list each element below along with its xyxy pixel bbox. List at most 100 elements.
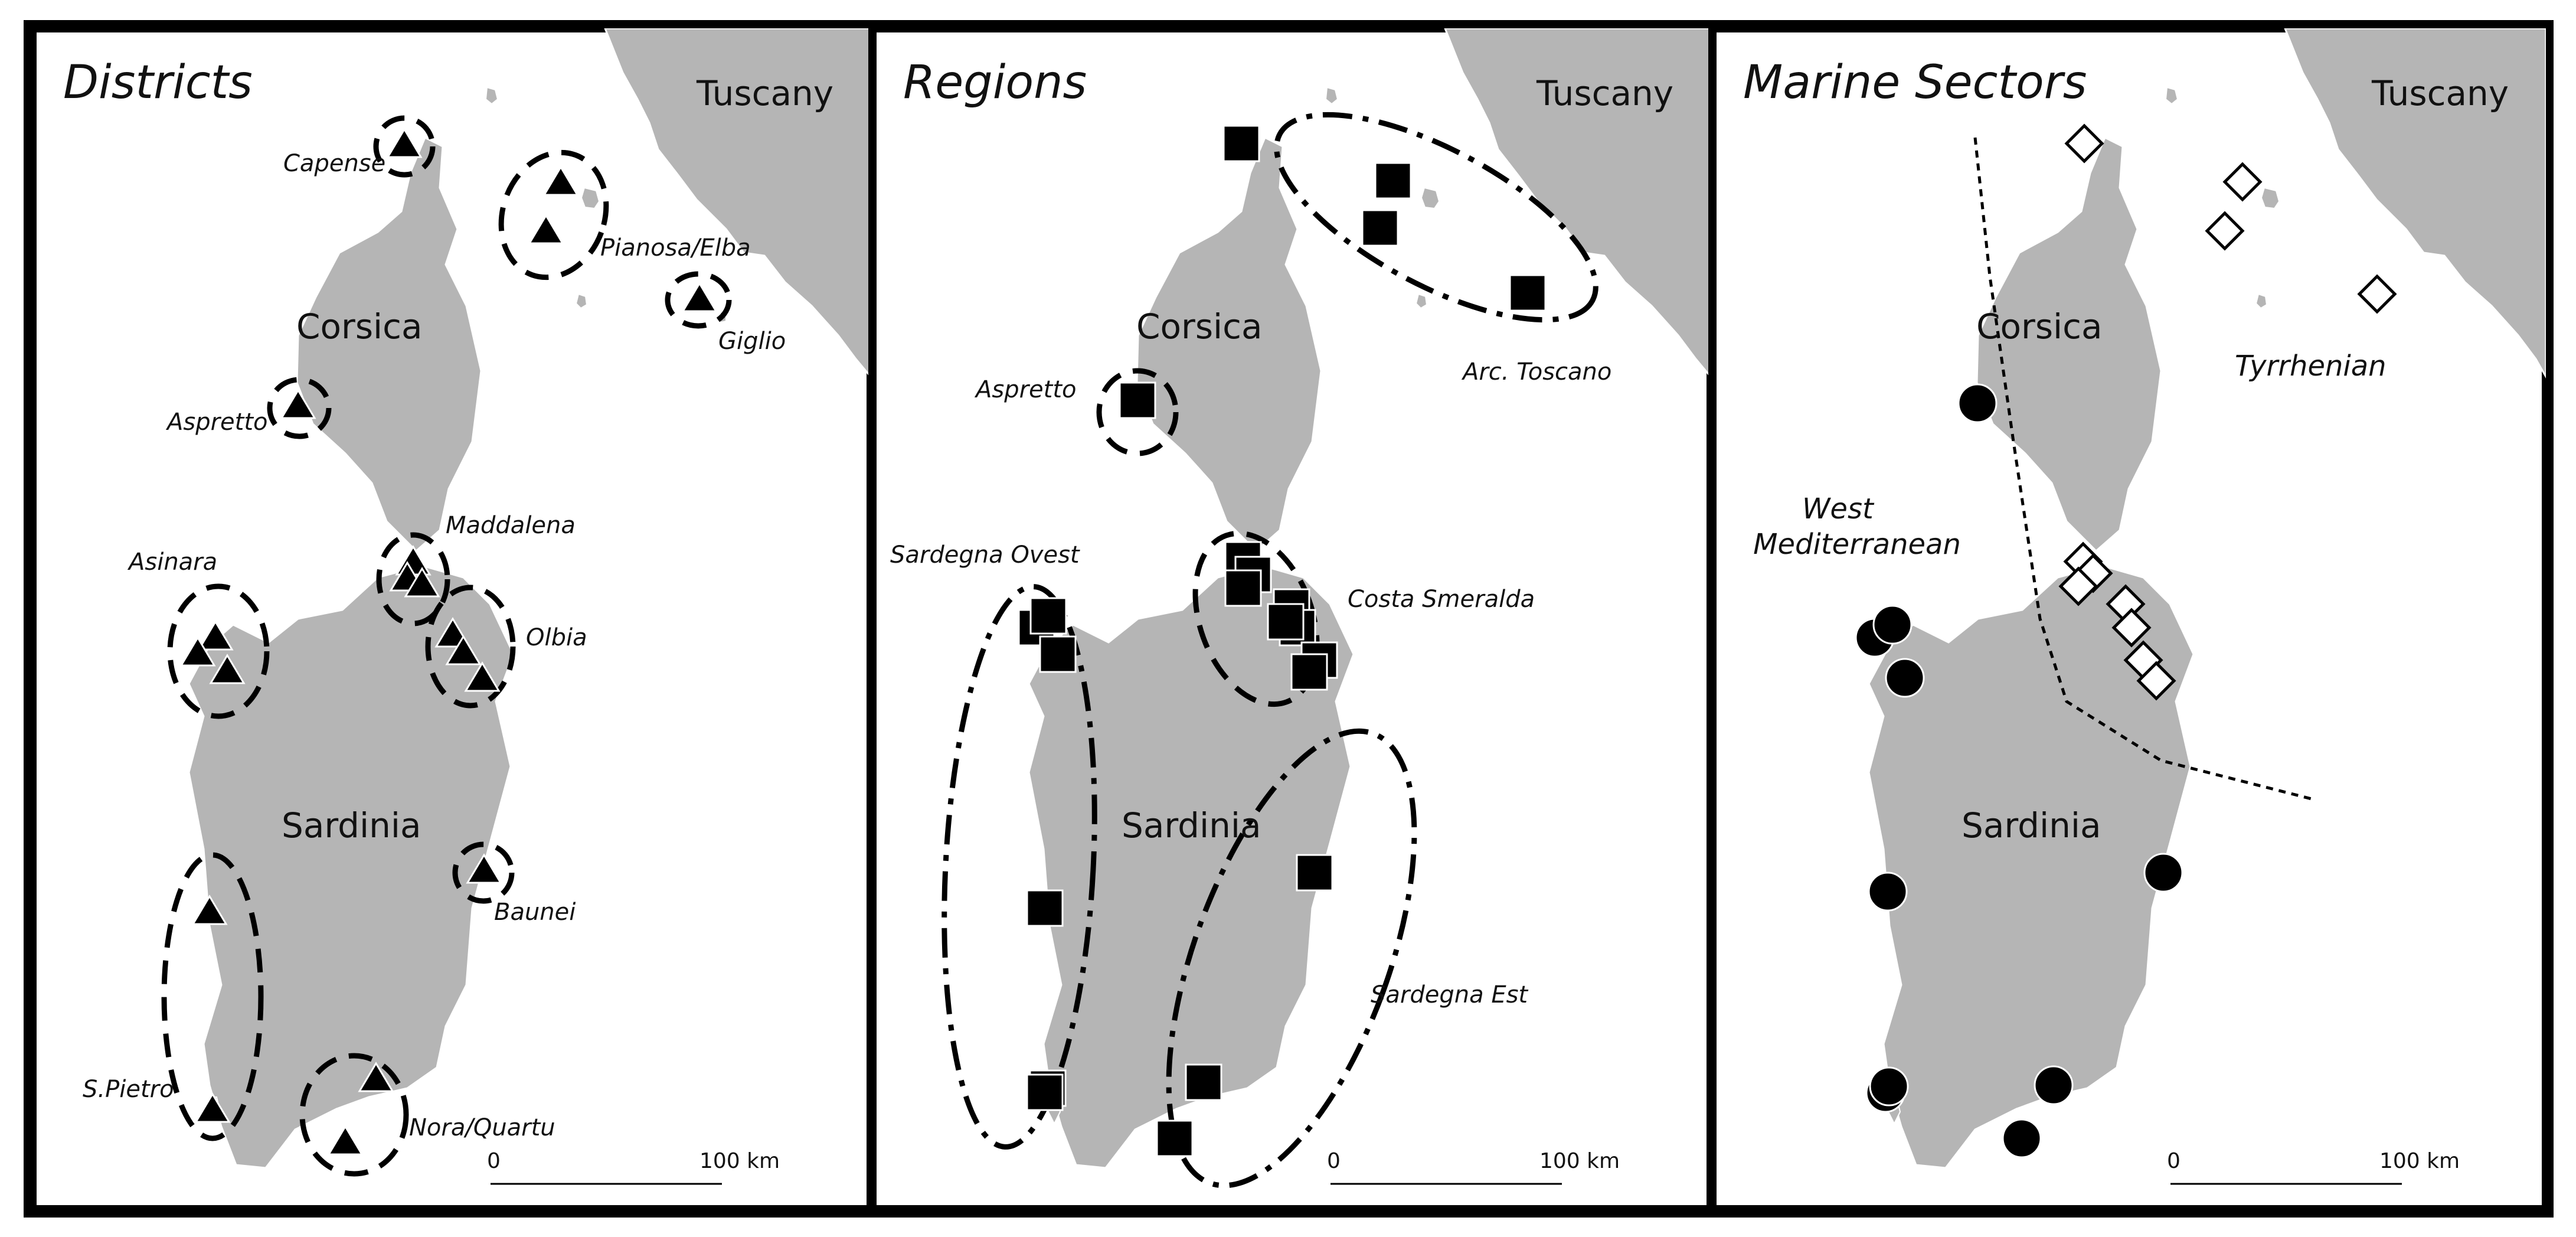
corsica-label: Corsica	[1976, 306, 2103, 347]
sector-label: Tyrrhenian	[2235, 350, 2387, 383]
islet	[2260, 187, 2280, 210]
square-marker	[1374, 162, 1412, 200]
square-marker	[1290, 653, 1328, 691]
group-label: Sardegna Ovest	[890, 541, 1080, 569]
islet	[1420, 187, 1440, 210]
circle-marker	[1885, 658, 1925, 698]
circle-marker	[1872, 605, 1913, 645]
group-label: Maddalena	[446, 512, 576, 539]
islet	[1415, 293, 1428, 309]
diamond-marker	[2136, 661, 2176, 701]
group-label: Aspretto	[165, 409, 268, 436]
tuscany-land	[2284, 28, 2546, 379]
circle-marker	[2002, 1118, 2042, 1158]
square-marker	[1361, 209, 1399, 247]
triangle-marker	[466, 853, 502, 884]
circle-marker	[2034, 1065, 2074, 1105]
triangle-marker	[179, 636, 216, 667]
square-marker	[1119, 381, 1156, 419]
panel-map: Regions Tuscany Corsica Sardinia Arc. To…	[890, 28, 1711, 1189]
triangle-marker	[197, 620, 234, 651]
sardinia-label: Sardinia	[1122, 805, 1261, 846]
group-ellipse	[425, 585, 516, 709]
diamond-marker	[2357, 274, 2397, 314]
triangle-marker	[358, 1062, 394, 1092]
diamond-marker	[2222, 162, 2263, 202]
triangle-marker	[194, 1092, 231, 1123]
group-ellipse	[942, 584, 1097, 1150]
panel-title: Marine Sectors	[1743, 56, 2087, 109]
group-label: Aspretto	[974, 376, 1077, 403]
sardinia-label: Sardinia	[1962, 805, 2101, 846]
square-marker	[1509, 274, 1547, 312]
group-ellipse	[161, 852, 264, 1141]
scale-bar: 0 100 km	[487, 1149, 780, 1185]
square-marker	[1029, 597, 1067, 635]
group-ellipse	[1166, 728, 1417, 1189]
group-ellipse	[665, 271, 732, 329]
scale-end: 100 km	[2379, 1149, 2460, 1173]
square-marker	[1039, 635, 1077, 673]
islet	[580, 187, 600, 210]
triangle-marker	[528, 214, 564, 244]
panel-map: Districts Tuscany Corsica Sardinia Capen…	[63, 28, 871, 1185]
square-marker	[1026, 889, 1064, 927]
square-marker	[1222, 125, 1260, 162]
triangle-marker	[191, 895, 228, 925]
triangle-marker	[681, 282, 718, 312]
panel-map: Marine Sectors Tuscany Corsica Sardinia …	[1743, 28, 2546, 1185]
group-label: Capense	[283, 150, 385, 177]
islet	[485, 86, 499, 105]
group-ellipse	[373, 115, 436, 178]
scale-end: 100 km	[1539, 1149, 1620, 1173]
islet	[1325, 86, 1339, 105]
islet	[2165, 86, 2179, 105]
square-marker	[1267, 603, 1305, 641]
corsica-label: Corsica	[1136, 306, 1263, 347]
square-marker	[1156, 1119, 1194, 1157]
diamond-marker	[2205, 211, 2245, 251]
corsica-label: Corsica	[296, 306, 423, 347]
islet	[2255, 293, 2268, 309]
scale-start: 0	[2167, 1149, 2181, 1173]
tuscany-land	[604, 28, 871, 378]
group-ellipse	[452, 841, 515, 904]
corsica-land	[296, 136, 482, 553]
group-label: Costa Smeralda	[1348, 586, 1535, 613]
sector-label-line-1: West	[1802, 492, 1875, 526]
circle-marker	[1957, 383, 1998, 423]
tuscany-label: Tuscany	[696, 73, 833, 113]
group-label: Baunei	[494, 899, 576, 926]
group-ellipse	[299, 1053, 409, 1177]
square-marker	[1185, 1063, 1222, 1101]
triangle-marker	[280, 389, 316, 419]
scale-start: 0	[487, 1149, 501, 1173]
panel-regions: Regions Tuscany Corsica Sardinia Arc. To…	[868, 24, 1715, 1213]
islet	[575, 293, 588, 309]
group-label: Giglio	[718, 328, 786, 355]
group-ellipse	[167, 583, 270, 719]
circle-marker	[2143, 853, 2183, 893]
triangle-marker	[445, 635, 482, 665]
group-label: Olbia	[526, 624, 587, 651]
panel-districts: Districts Tuscany Corsica Sardinia Capen…	[28, 24, 875, 1213]
sardinia-land	[1868, 564, 2195, 1169]
triangle-marker	[464, 661, 501, 692]
square-marker	[1224, 569, 1262, 607]
square-marker	[1026, 1073, 1064, 1111]
panel-marine-sectors: Marine Sectors Tuscany Corsica Sardinia …	[1708, 24, 2550, 1213]
group-ellipse	[376, 532, 450, 626]
diamond-marker	[2111, 608, 2152, 648]
group-ellipse	[267, 377, 332, 439]
scale-end: 100 km	[699, 1149, 780, 1173]
group-ellipse	[1274, 112, 1598, 323]
triangle-marker	[386, 128, 423, 158]
panel-title: Regions	[903, 56, 1087, 109]
sector-label: West Mediterranean	[1753, 492, 1961, 561]
group-label: Nora/Quartu	[409, 1114, 555, 1141]
scale-bar: 0 100 km	[2167, 1149, 2460, 1185]
group-label: Sardegna Est	[1371, 981, 1528, 1008]
group-label: Asinara	[127, 549, 217, 576]
triangle-marker	[404, 567, 440, 598]
